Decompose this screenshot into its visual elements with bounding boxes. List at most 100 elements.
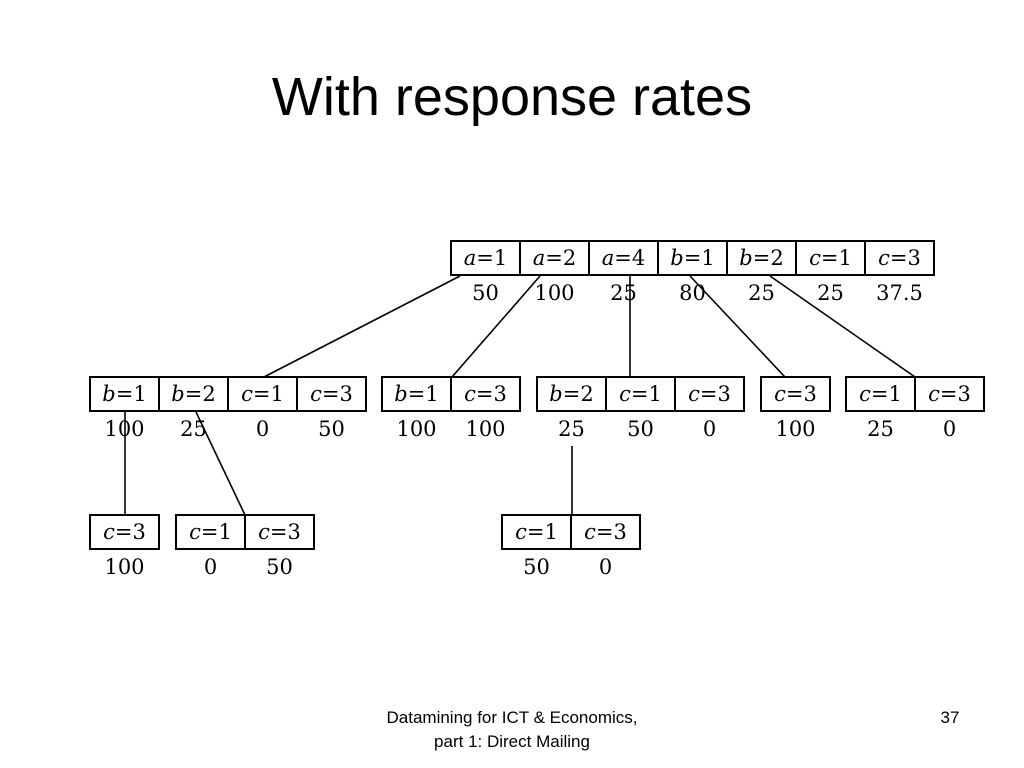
- cell-rate: 0: [703, 417, 716, 441]
- node-cell: [605, 376, 676, 412]
- cell-condition: c=1: [189, 520, 232, 544]
- cell-value: =1: [684, 246, 715, 270]
- page-number: 37: [940, 708, 960, 727]
- cell-variable: b: [549, 382, 562, 406]
- cell-value: =2: [563, 382, 594, 406]
- cell-rate: 50: [266, 555, 293, 579]
- cell-rate: 25: [558, 417, 585, 441]
- cell-value: =1: [116, 382, 147, 406]
- cell-value: =3: [940, 382, 971, 406]
- footer-line-2: part 1: Direct Mailing: [434, 732, 590, 751]
- cell-condition: c=1: [515, 520, 558, 544]
- cell-value: =3: [890, 246, 921, 270]
- cell-value: =4: [614, 246, 645, 270]
- cell-variable: c: [859, 382, 871, 406]
- cell-value: =1: [253, 382, 284, 406]
- cell-condition: a=1: [464, 246, 508, 270]
- node-cell: [296, 376, 367, 412]
- edge-root-a2: [451, 275, 541, 378]
- cell-condition: c=3: [688, 382, 731, 406]
- edge-a1-a1b2: [195, 411, 246, 516]
- cell-rate: 100: [104, 417, 144, 441]
- node-cell: [89, 376, 160, 412]
- cell-condition: c=3: [774, 382, 817, 406]
- cell-value: =3: [596, 520, 627, 544]
- cell-rate: 100: [534, 281, 574, 305]
- cell-variable: c: [688, 382, 700, 406]
- cell-variable: c: [189, 520, 201, 544]
- edge-root-b2: [769, 275, 916, 378]
- cell-condition: c=3: [464, 382, 507, 406]
- cell-condition: c=3: [878, 246, 921, 270]
- cell-condition: a=4: [602, 246, 646, 270]
- cell-variable: b: [171, 382, 184, 406]
- cell-variable: c: [619, 382, 631, 406]
- cell-variable: b: [670, 246, 683, 270]
- cell-condition: c=3: [103, 520, 146, 544]
- cell-value: =3: [700, 382, 731, 406]
- slide-footer: Datamining for ICT & Economics, part 1: …: [342, 706, 682, 754]
- cell-value: =1: [871, 382, 902, 406]
- cell-variable: a: [602, 246, 615, 270]
- cell-rate: 25: [867, 417, 894, 441]
- cell-condition: b=2: [549, 382, 593, 406]
- cell-rate: 100: [465, 417, 505, 441]
- node-cell: [450, 376, 521, 412]
- node-cell: [864, 240, 935, 276]
- cell-value: =1: [408, 382, 439, 406]
- node-cell: [89, 514, 160, 550]
- cell-variable: c: [464, 382, 476, 406]
- cell-rate: 100: [104, 555, 144, 579]
- cell-variable: a: [464, 246, 477, 270]
- node-cell: [244, 514, 315, 550]
- cell-value: =3: [476, 382, 507, 406]
- cell-rate: 0: [943, 417, 956, 441]
- tree-node-a2: b=1 100 c=3 100: [381, 376, 521, 441]
- node-cell: [760, 376, 831, 412]
- cell-value: =3: [786, 382, 817, 406]
- cell-condition: b=2: [171, 382, 215, 406]
- cell-rate: 50: [318, 417, 345, 441]
- cell-condition: a=2: [533, 246, 577, 270]
- cell-variable: a: [533, 246, 546, 270]
- cell-value: =3: [322, 382, 353, 406]
- cell-rate: 0: [256, 417, 269, 441]
- node-cell: [674, 376, 745, 412]
- cell-variable: c: [258, 520, 270, 544]
- cell-condition: c=3: [928, 382, 971, 406]
- cell-variable: b: [102, 382, 115, 406]
- cell-rate: 37.5: [876, 281, 923, 305]
- cell-value: =3: [270, 520, 301, 544]
- cell-condition: c=3: [310, 382, 353, 406]
- cell-rate: 50: [627, 417, 654, 441]
- node-cell: [536, 376, 607, 412]
- cell-variable: c: [310, 382, 322, 406]
- cell-value: =2: [185, 382, 216, 406]
- cell-value: =1: [821, 246, 852, 270]
- cell-condition: b=1: [102, 382, 146, 406]
- tree-node-b1: c=3 100: [760, 376, 831, 441]
- node-cell: [519, 240, 590, 276]
- cell-rate: 100: [775, 417, 815, 441]
- cell-variable: c: [584, 520, 596, 544]
- cell-rate: 100: [396, 417, 436, 441]
- cell-condition: c=1: [859, 382, 902, 406]
- cell-condition: c=1: [619, 382, 662, 406]
- cell-rate: 50: [472, 281, 499, 305]
- cell-rate: 80: [679, 281, 706, 305]
- cell-condition: b=1: [670, 246, 714, 270]
- cell-value: =2: [545, 246, 576, 270]
- cell-rate: 0: [599, 555, 612, 579]
- cell-variable: b: [394, 382, 407, 406]
- node-cell: [588, 240, 659, 276]
- tree-node-a1b2: c=10c=350: [175, 514, 315, 579]
- edge-root-b1: [689, 275, 786, 378]
- cell-condition: c=1: [809, 246, 852, 270]
- cell-rate: 50: [523, 555, 550, 579]
- cell-rate: 25: [610, 281, 637, 305]
- cell-condition: b=2: [739, 246, 783, 270]
- cell-condition: c=3: [258, 520, 301, 544]
